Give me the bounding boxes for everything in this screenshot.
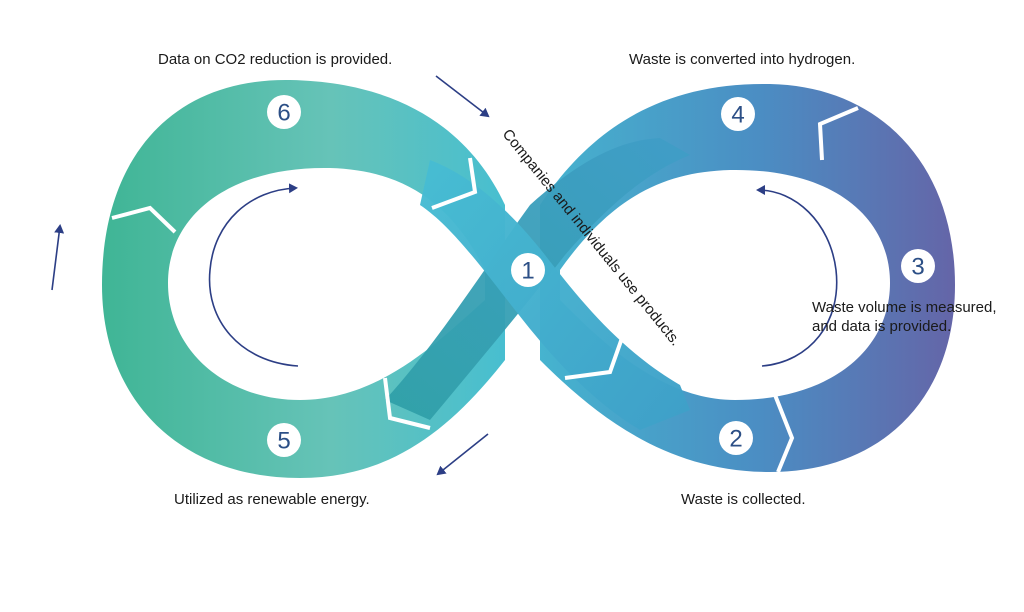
step-4-label: Waste is converted into hydrogen. <box>629 51 856 68</box>
step-3-label-line1: Waste volume is measured, <box>812 299 997 316</box>
step-6-label: Data on CO2 reduction is provided. <box>158 51 393 68</box>
step-number-6: 6 <box>277 100 290 127</box>
step-5-label: Utilized as renewable energy. <box>174 491 370 508</box>
step-number-1: 1 <box>521 258 534 285</box>
segment-separators <box>111 106 859 473</box>
step-number-3: 3 <box>911 254 924 281</box>
step-badge-4: 4 <box>721 97 755 131</box>
right-inner-cycle-arrow <box>756 185 838 367</box>
step-badge-3: 3 <box>901 249 935 283</box>
step-3-label-line2: and data is provided. <box>812 318 952 335</box>
outer-arrow-left <box>51 224 65 291</box>
step-badge-6: 6 <box>267 95 301 129</box>
outer-arrow-bottom <box>436 433 489 476</box>
left-inner-cycle-arrow <box>208 183 299 367</box>
step-number-2: 2 <box>729 426 742 453</box>
step-badge-5: 5 <box>267 423 301 457</box>
step-number-4: 4 <box>731 102 744 129</box>
step-2-label: Waste is collected. <box>681 491 806 508</box>
crossing-band-front <box>420 160 690 430</box>
step-badge-2: 2 <box>719 421 753 455</box>
right-loop-band <box>540 83 955 472</box>
step-number-5: 5 <box>277 428 290 455</box>
step-badge-1: 1 <box>511 253 545 287</box>
outer-arrow-top <box>435 75 490 118</box>
left-loop-band <box>102 79 505 478</box>
